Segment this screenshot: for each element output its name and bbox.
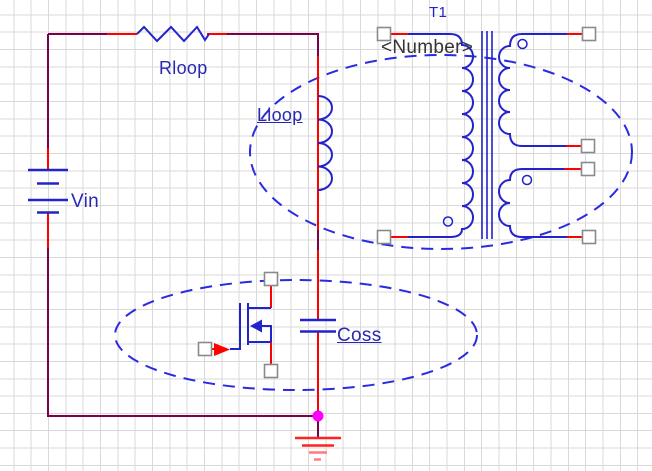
ground-symbol[interactable] (295, 436, 341, 447)
phase-dot-secondary2 (521, 174, 533, 186)
wires-red (47, 33, 583, 412)
port-t1-secondary2-top[interactable] (580, 161, 596, 177)
gate-input-arrow-icon (214, 343, 230, 356)
label-inductor[interactable]: Lloop (257, 105, 303, 125)
transformer-secondary2-winding[interactable] (498, 168, 567, 238)
label-resistor[interactable]: Rloop (159, 58, 208, 78)
port-t1-secondary1-bottom[interactable] (580, 138, 596, 154)
label-transformer-ref[interactable]: T1 (429, 4, 448, 21)
capacitor-symbol[interactable] (300, 318, 336, 333)
transformer-core[interactable] (481, 31, 493, 239)
label-transformer-value[interactable]: <Number> (381, 37, 474, 58)
port-mosfet-drain[interactable] (263, 271, 279, 287)
phase-dot-primary (442, 216, 454, 227)
transformer-primary-winding[interactable] (408, 33, 474, 238)
battery-symbol[interactable] (28, 168, 68, 214)
mosfet-body-lead (261, 325, 272, 342)
junction-dot[interactable] (312, 410, 324, 422)
highlight-ellipse-transformer[interactable] (249, 54, 633, 250)
port-t1-secondary1-top[interactable] (581, 26, 597, 42)
transformer-secondary1-winding[interactable] (498, 33, 567, 147)
mosfet-symbol[interactable] (230, 303, 272, 350)
wire-left-bottom[interactable] (47, 248, 313, 417)
port-mosfet-source[interactable] (263, 363, 279, 379)
port-mosfet-gate[interactable] (197, 341, 213, 357)
device-symbols (28, 25, 567, 350)
wire-top-right[interactable] (227, 33, 319, 56)
port-t1-primary-bottom[interactable] (376, 229, 392, 245)
port-t1-secondary2-bottom[interactable] (581, 229, 597, 245)
phase-dots (442, 38, 533, 227)
highlight-ellipses (114, 54, 633, 391)
label-capacitor[interactable]: Coss (337, 325, 382, 346)
resistor-symbol[interactable] (136, 25, 210, 43)
phase-dot-secondary1 (517, 38, 528, 50)
pin-ports (197, 26, 597, 379)
highlight-ellipse-mosfet-coss[interactable] (114, 279, 478, 391)
mosfet-body-arrow-icon (250, 319, 262, 333)
label-source[interactable]: Vin (71, 191, 100, 212)
wires-dark (47, 33, 319, 437)
port-t1-primary-top[interactable] (376, 26, 392, 42)
ground-symbol-lower (309, 451, 327, 461)
inductor-symbol[interactable] (317, 95, 333, 191)
